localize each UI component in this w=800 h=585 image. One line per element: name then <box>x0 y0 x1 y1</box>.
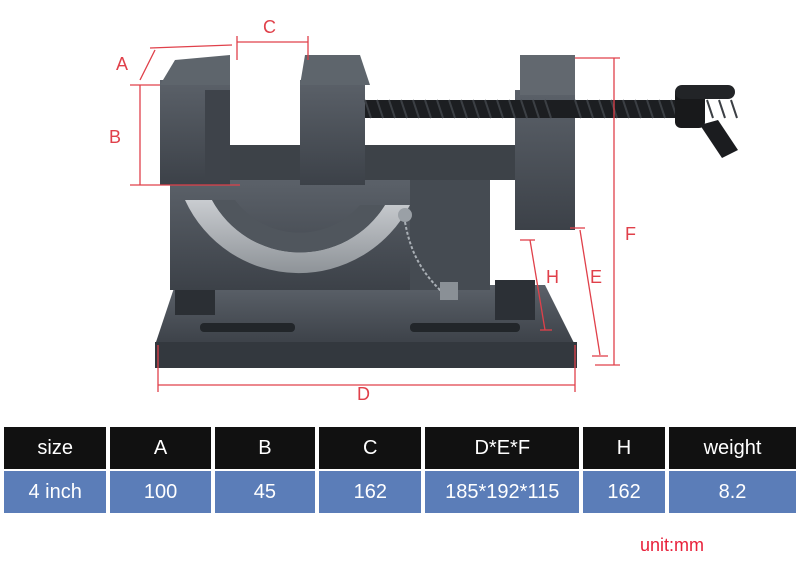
header-b: B <box>214 427 316 469</box>
movable-jaw <box>300 55 370 185</box>
vise-diagram: A B C D E F H <box>109 17 738 404</box>
header-a: A <box>110 427 211 469</box>
vise-base <box>155 280 577 368</box>
cell-weight: 8.2 <box>668 471 796 513</box>
slide-rail <box>230 145 530 180</box>
dim-label-f: F <box>625 224 636 244</box>
dimension-lines <box>130 36 620 392</box>
handle <box>675 85 738 158</box>
rear-post <box>515 55 575 230</box>
table-row: 4 inch 100 45 162 185*192*115 162 8.2 <box>4 471 796 513</box>
header-def: D*E*F <box>425 427 580 469</box>
dim-label-a: A <box>116 54 128 74</box>
cell-a: 100 <box>110 471 211 513</box>
cell-def: 185*192*115 <box>425 471 580 513</box>
cell-size: 4 inch <box>4 471 107 513</box>
cell-b: 45 <box>214 471 316 513</box>
spec-table-header-row: size A B C D*E*F H weight <box>4 427 796 469</box>
tilt-body <box>170 180 490 300</box>
cell-h: 162 <box>583 471 665 513</box>
dim-label-c: C <box>263 17 276 37</box>
header-size: size <box>4 427 107 469</box>
dim-label-e: E <box>590 267 602 287</box>
cell-c: 162 <box>319 471 422 513</box>
fixed-jaw <box>160 55 230 185</box>
dim-label-b: B <box>109 127 121 147</box>
header-weight: weight <box>668 427 796 469</box>
dim-label-h: H <box>546 267 559 287</box>
header-h: H <box>583 427 665 469</box>
header-c: C <box>319 427 422 469</box>
spec-table: size A B C D*E*F H weight 4 inch 100 45 … <box>0 425 800 515</box>
dim-label-d: D <box>357 384 370 404</box>
unit-note: unit:mm <box>640 535 705 555</box>
